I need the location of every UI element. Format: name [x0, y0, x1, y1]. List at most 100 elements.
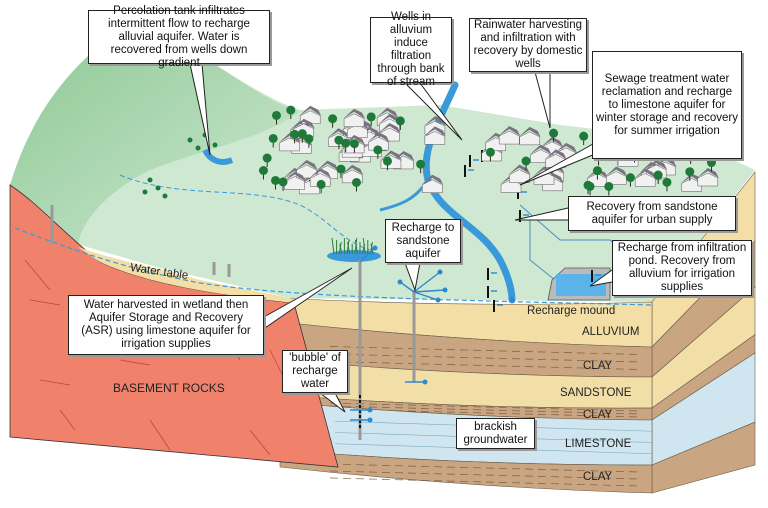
shrub [187, 137, 193, 143]
callout-sewage-treatment: Sewage treatment water reclamation and r… [592, 51, 742, 159]
tree [373, 145, 383, 155]
house-roof [343, 108, 366, 119]
arrow-head [367, 407, 373, 413]
flow-arrow [359, 247, 376, 263]
shrub [155, 185, 161, 191]
house-roof [379, 150, 402, 161]
tree [341, 138, 351, 148]
percolation-tank [202, 148, 234, 165]
pond-water [556, 274, 606, 296]
tree [336, 164, 346, 174]
arrow-head [442, 287, 448, 293]
tree [416, 159, 426, 169]
house-roof [316, 160, 339, 171]
fracture [59, 409, 76, 431]
callout-infiltration-pond: Recharge from infiltration pond. Recover… [612, 240, 752, 296]
house-roof [423, 126, 446, 137]
tree [316, 179, 326, 189]
house [296, 164, 317, 179]
tree [592, 166, 602, 176]
house-roof [498, 126, 521, 137]
tree [351, 177, 361, 187]
house-roof [654, 157, 677, 168]
arrow-head [367, 417, 373, 423]
tree [585, 181, 595, 191]
house-roof [309, 168, 332, 179]
flow-arrow [413, 291, 439, 301]
hill [10, 37, 300, 247]
tree [625, 173, 635, 183]
callout-recharge-sandstone: Recharge to sandstone aquifer [385, 219, 461, 263]
house-roof [378, 113, 401, 124]
house [519, 131, 540, 146]
shrub [147, 177, 153, 183]
house [422, 179, 443, 193]
house-roof [327, 128, 350, 139]
callout-pointer [189, 63, 211, 156]
house-roof [299, 105, 322, 116]
house-roof [392, 150, 415, 161]
house-roof [518, 126, 541, 137]
house [424, 131, 446, 145]
reed [331, 237, 335, 255]
tree [579, 131, 589, 141]
fracture [119, 359, 151, 366]
fracture [149, 419, 171, 451]
house-roof [423, 116, 446, 127]
house [509, 169, 530, 183]
basement-rocks-label: BASEMENT ROCKS [113, 381, 225, 395]
house-roof [378, 123, 401, 134]
block-front-face [279, 297, 653, 494]
water-table-strip [78, 247, 294, 303]
callout-brackish-groundwater: brackish groundwater [456, 418, 535, 449]
layer-label-limestone: LIMESTONE [565, 438, 632, 450]
recharge-mound-label: Recharge mound [527, 305, 616, 317]
tree [485, 147, 495, 157]
tree [328, 114, 338, 124]
house [343, 113, 365, 128]
house-roof [529, 144, 552, 155]
house-roof [376, 107, 399, 118]
tree [604, 181, 614, 191]
shrub [212, 142, 218, 148]
wetland-reeds [331, 237, 374, 255]
arrow-head [422, 379, 428, 385]
layer-clay-lower [279, 449, 653, 494]
arrow-head [435, 297, 441, 303]
tree [382, 156, 392, 166]
callout-wetland-asr: Water harvested in wetland then Aquifer … [68, 295, 264, 355]
tree [521, 156, 531, 166]
house-roof [555, 142, 578, 153]
flow-arrow [413, 289, 446, 293]
layer-label-clay-middle: CLAY [583, 409, 613, 421]
fracture [29, 299, 61, 306]
arrow-head [397, 279, 403, 285]
tree [334, 135, 344, 145]
house [368, 136, 389, 151]
callout-pointer [514, 207, 569, 221]
fracture [24, 259, 51, 291]
house-roof [605, 166, 628, 177]
callout-recharge-bubble: 'bubble' of recharge water [282, 350, 348, 393]
arrow-head [372, 245, 378, 251]
callout-percolation-tank: Percolation tank infiltrates intermitten… [88, 5, 270, 69]
callout-pointer [519, 139, 601, 186]
tree [271, 175, 281, 185]
callout-wells-in-alluvium: Wells in alluvium induce filtration thro… [370, 11, 452, 88]
callout-rainwater-harvesting: Rainwater harvesting and infiltration wi… [469, 18, 587, 72]
house-roof [295, 159, 318, 170]
house-roof [292, 118, 315, 129]
callout-pointer [319, 392, 346, 413]
house [284, 176, 305, 190]
house-roof [358, 126, 381, 137]
callout-pointer [534, 71, 551, 129]
callout-pointer [589, 269, 613, 287]
callout-pointer [404, 82, 463, 141]
layer-label-alluvium: ALLUVIUM [582, 326, 640, 338]
layer-label-sandstone: SANDSTONE [560, 387, 632, 399]
arrow-head [509, 297, 515, 303]
house-roof [634, 168, 657, 179]
tree [304, 134, 314, 144]
tree [268, 133, 278, 143]
callout-recovery-sandstone: Recovery from sandstone aquifer for urba… [568, 196, 736, 231]
